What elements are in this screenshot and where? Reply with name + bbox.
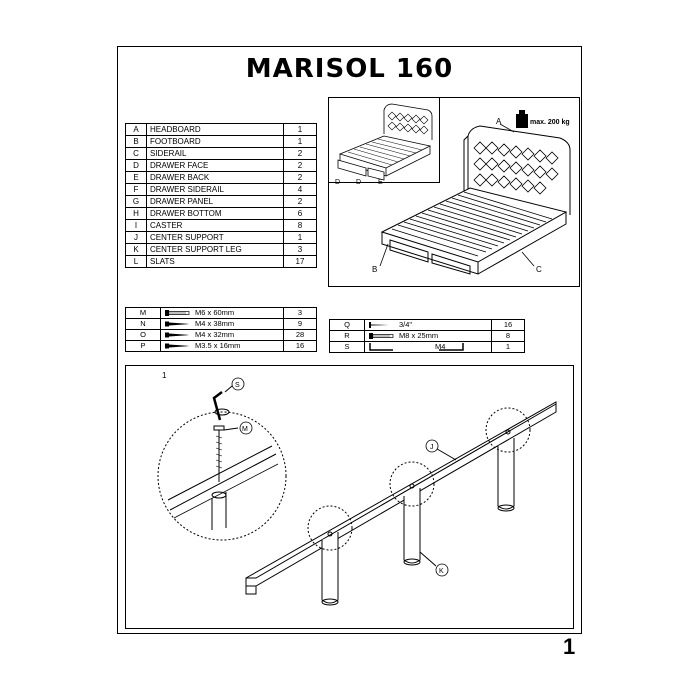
hardware-desc: M4 x 38mm xyxy=(195,319,235,329)
weight-icon xyxy=(516,110,528,128)
hardware-qty: 1 xyxy=(491,341,525,353)
part-qty: 1 xyxy=(283,231,317,244)
hardware-row: P M3.5 x 16mm 16 xyxy=(125,340,317,352)
hardware-desc-cell: M4 x 38mm xyxy=(160,318,284,330)
hardware-qty: 16 xyxy=(283,340,317,352)
part-name: SLATS xyxy=(146,255,284,268)
callout-k xyxy=(435,563,449,577)
label-e: E xyxy=(378,179,383,186)
label-c: C xyxy=(536,265,542,274)
hardware-desc: M4 x 32mm xyxy=(195,330,235,340)
hardware-desc: 3/4" xyxy=(399,320,413,330)
bed-overview-illustration xyxy=(380,125,571,275)
hardware-desc: M4 xyxy=(435,342,446,352)
hardware-desc: M6 x 60mm xyxy=(195,308,235,318)
max-load-label: max. 200 kg xyxy=(530,119,570,126)
hardware-qty: 9 xyxy=(283,318,317,330)
label-b: B xyxy=(372,265,377,274)
callout-j xyxy=(425,439,439,453)
hardware-desc-cell: M4M5 xyxy=(364,341,492,353)
part-qty: 17 xyxy=(283,255,317,268)
step-panel xyxy=(125,365,574,629)
hardware-desc: M8 x 25mm xyxy=(399,331,439,341)
screw-icon xyxy=(165,332,189,338)
label-d1: D xyxy=(335,179,340,186)
hardware-desc: M3.5 x 16mm xyxy=(195,341,241,351)
screw-icon xyxy=(165,321,189,327)
screw-icon xyxy=(165,343,189,349)
center-support-illustration xyxy=(157,385,557,606)
hardware-letter: P xyxy=(125,340,161,352)
callout-k-label: K xyxy=(439,568,444,575)
callout-j-label: J xyxy=(430,444,434,451)
allen-key-icon xyxy=(369,343,464,351)
label-a: A xyxy=(496,117,502,126)
page-number: 1 xyxy=(563,634,576,659)
page-title: MARISOL 160 xyxy=(245,54,454,84)
page-frame xyxy=(117,46,582,634)
callout-m xyxy=(239,421,253,435)
callout-s-label: S xyxy=(235,382,240,389)
nail-icon xyxy=(369,322,389,328)
drawer-inset-illustration xyxy=(337,103,433,181)
drawer-inset-panel xyxy=(328,97,440,183)
hardware-row: SM4M51 xyxy=(329,341,525,353)
step-number: 1 xyxy=(162,371,167,380)
bolt-icon xyxy=(165,310,190,316)
bolt-icon xyxy=(369,333,394,339)
callout-m-label: M xyxy=(242,426,248,433)
callout-s xyxy=(231,377,245,391)
label-d2: D xyxy=(356,179,361,186)
hardware-desc-cell: M3.5 x 16mm xyxy=(160,340,284,352)
overview-panel xyxy=(328,97,580,287)
